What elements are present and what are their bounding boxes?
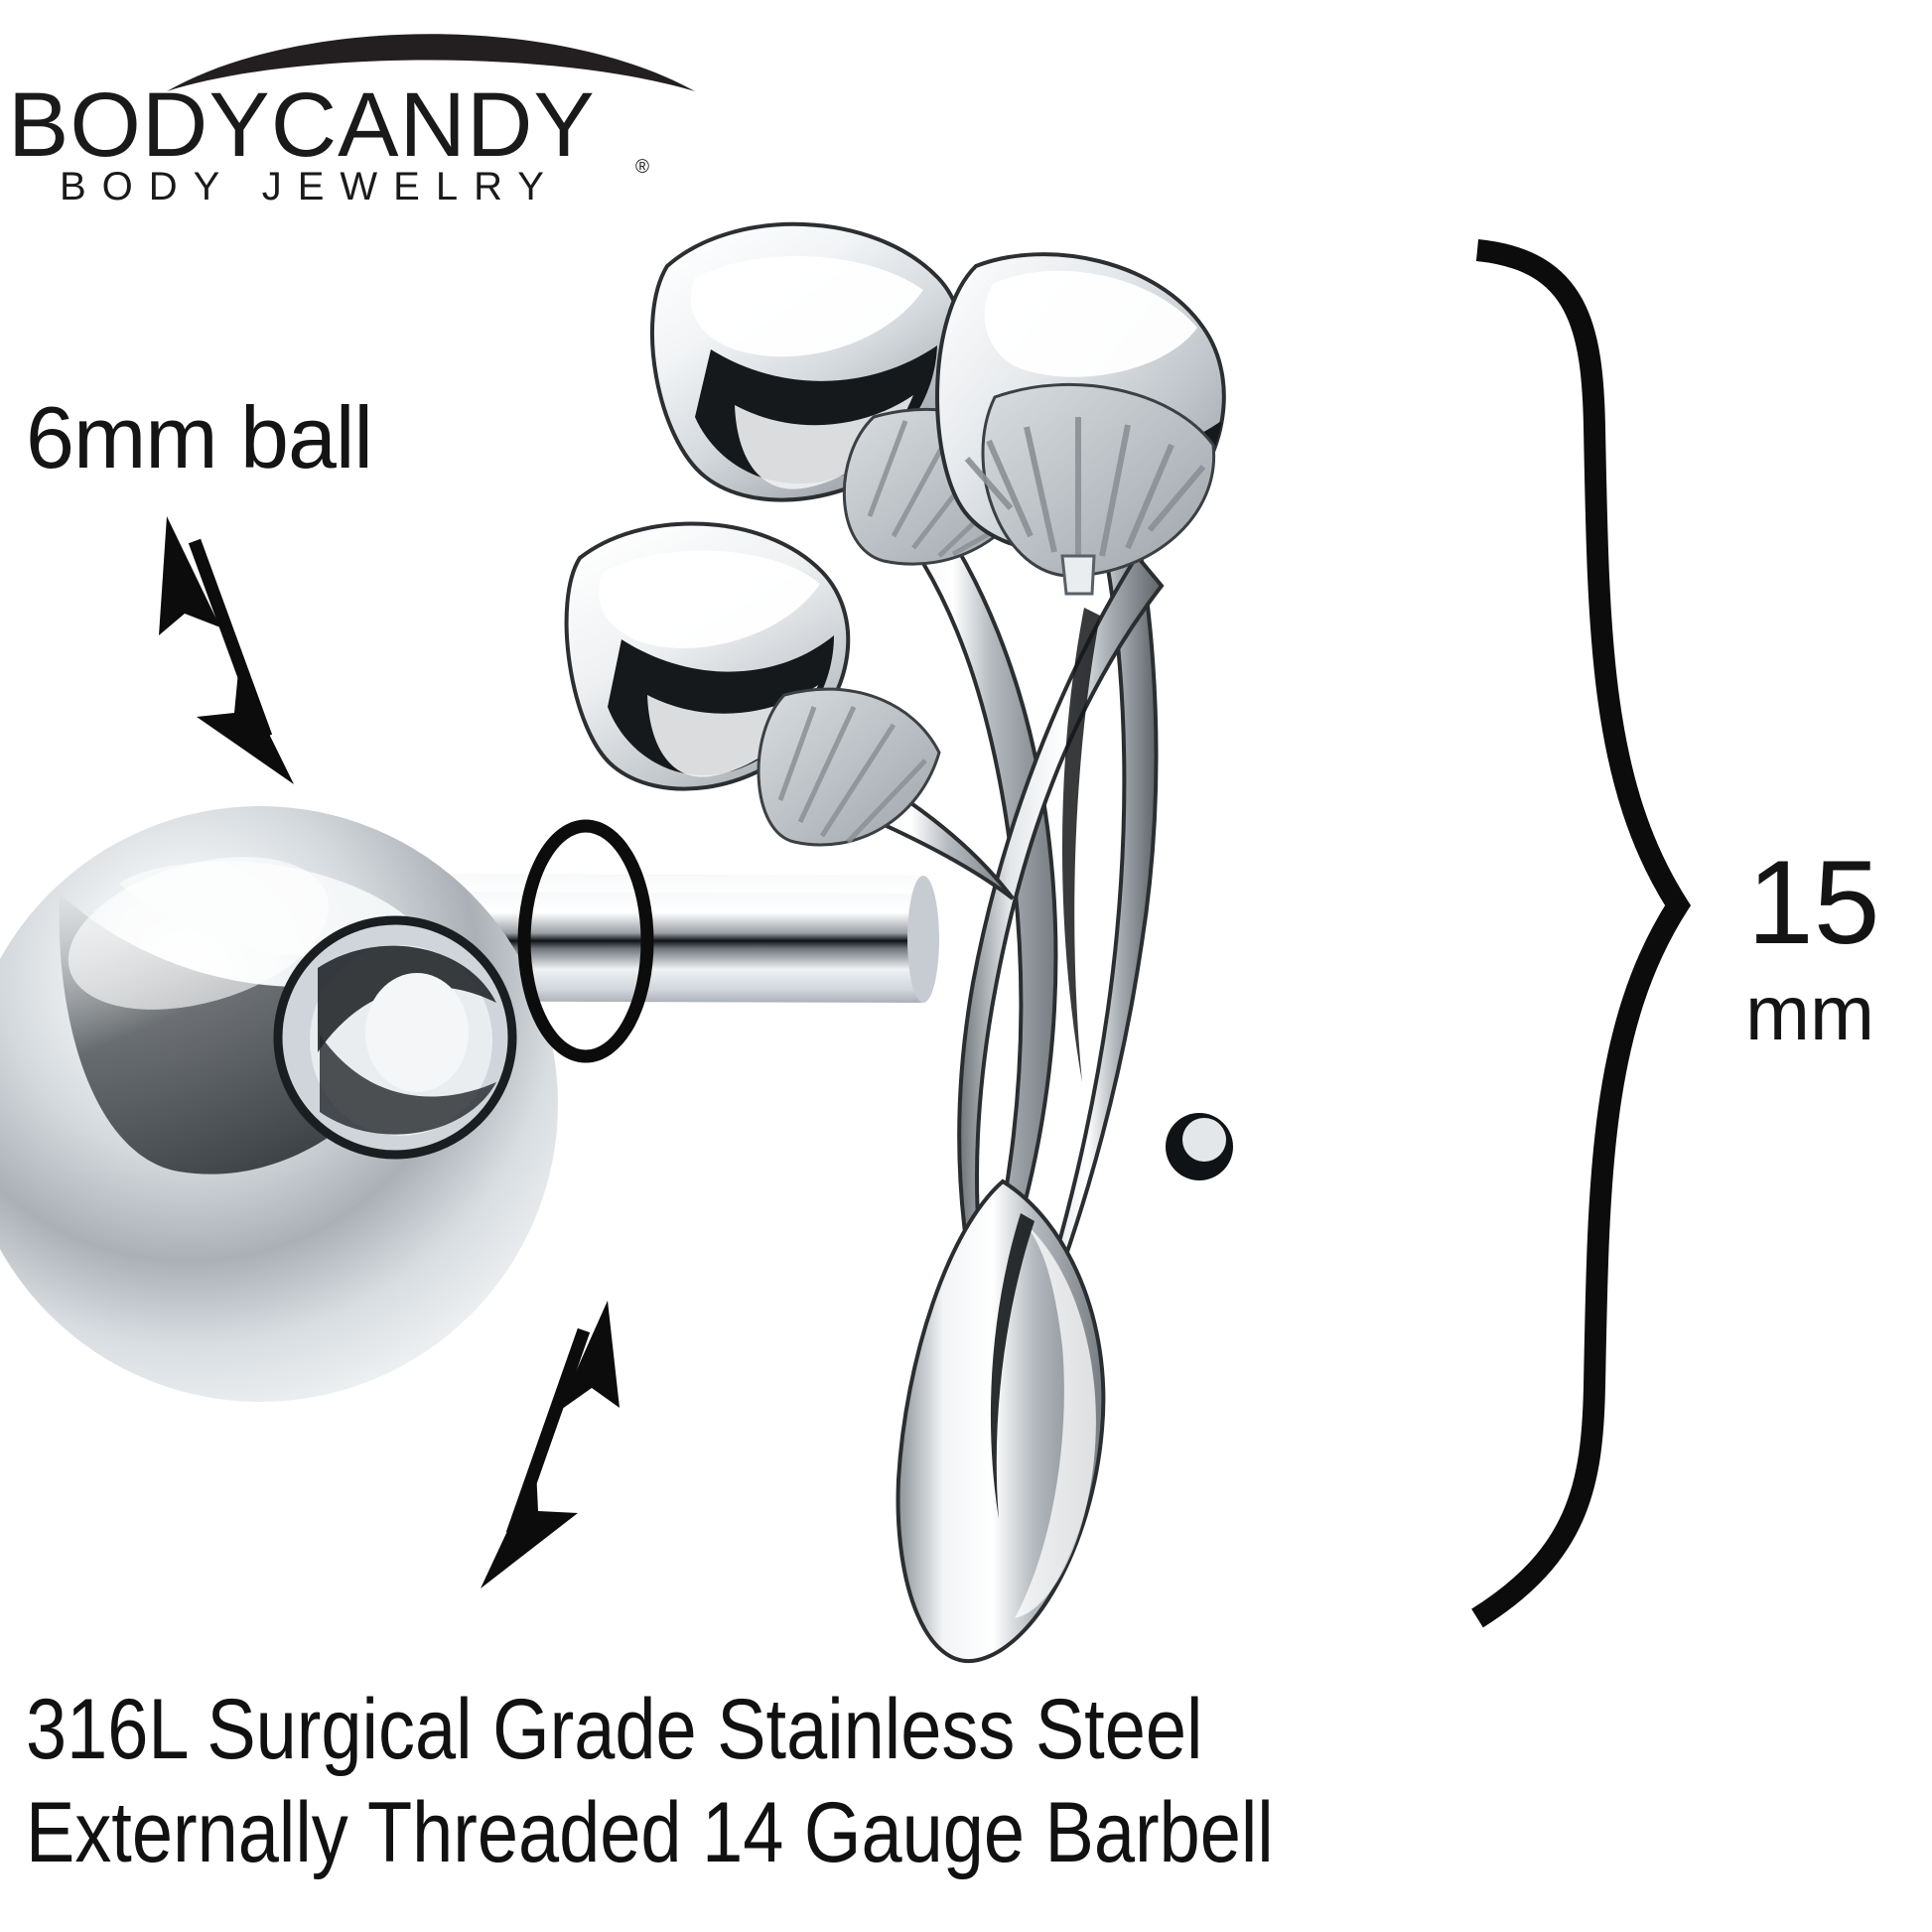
ball-callout-arrow-icon: [159, 516, 294, 784]
shaft-collar: [273, 915, 517, 1160]
mushroom-stems: [821, 424, 1233, 1664]
length-unit-label: mm: [1745, 969, 1874, 1056]
swoosh-arc-icon: [167, 34, 695, 91]
shaft-gauge-ellipse-icon: [517, 819, 654, 1063]
ball-size-label: 6mm ball: [26, 388, 373, 486]
mushroom-gills-upper-left: [842, 407, 1044, 566]
registered-trademark-symbol: ®: [635, 157, 649, 178]
threaded-ball-end: [0, 806, 558, 1402]
mushroom-cap-upper-left: [649, 221, 1044, 566]
brand-logo: BODYCANDY BODY JEWELRY ®: [0, 8, 854, 216]
brand-wordmark: BODYCANDY: [8, 74, 596, 176]
gauge-callout-arrow-icon: [481, 1301, 620, 1588]
spec-line-material: 316L Surgical Grade Stainless Steel: [26, 1682, 1203, 1777]
length-brace-icon: [1471, 239, 1692, 1628]
barbell-shaft: [298, 874, 939, 1003]
brand-tagline: BODY JEWELRY: [60, 165, 560, 208]
mushroom-gills-right: [964, 382, 1216, 596]
length-value-label: 15: [1747, 836, 1880, 969]
mushroom-cap-lower-left: [564, 521, 941, 847]
mushroom-gills-lower-left: [757, 687, 941, 847]
mushroom-cap-right: [935, 252, 1226, 596]
spec-text-block: 316L Surgical Grade Stainless Steel Exte…: [26, 1678, 1416, 1884]
spec-line-threading: Externally Threaded 14 Gauge Barbell: [26, 1785, 1274, 1880]
